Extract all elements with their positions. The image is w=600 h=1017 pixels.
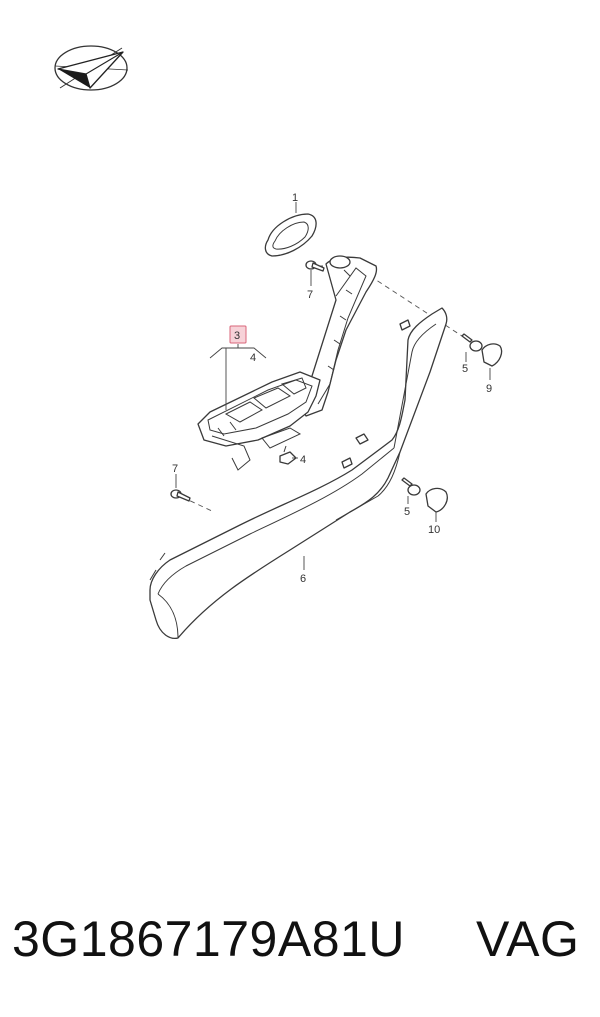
callout-3-highlight: [229, 325, 247, 344]
leader-3-bracket: [209, 344, 267, 359]
assembly-line-left: [181, 496, 215, 513]
callout-5-lower: 5: [404, 506, 410, 518]
cap-10-part: [425, 487, 448, 513]
screw-5-lower: [401, 477, 421, 496]
callout-7-upper: 7: [307, 289, 313, 301]
callout-6: 6: [300, 573, 306, 585]
part-number-label: 3G1867179A81U: [12, 911, 405, 967]
screw-7-upper: [305, 260, 325, 272]
support-bracket-part: [299, 255, 378, 417]
screw-5-upper: [461, 333, 483, 352]
assembly-line-right: [369, 275, 463, 337]
lower-trim-panel-part: [149, 307, 448, 640]
footer: 3G1867179A81U VAG: [0, 900, 600, 980]
logo-icon: [54, 45, 129, 91]
callout-1: 1: [292, 192, 298, 204]
callout-4-lower: 4: [300, 454, 306, 466]
callout-10: 10: [428, 524, 440, 536]
brand-label: VAG: [476, 911, 580, 967]
screw-7-lower: [170, 489, 191, 502]
callout-4-upper: 4: [250, 352, 256, 364]
fastener-b: [341, 457, 353, 469]
switch-panel-assembly: [197, 371, 321, 471]
callout-3: 3: [234, 330, 240, 342]
callout-9: 9: [486, 383, 492, 395]
cap-9-part: [481, 343, 503, 367]
callout-5-upper: 5: [462, 363, 468, 375]
fastener-a: [355, 433, 369, 445]
clip-4-lower: [279, 445, 297, 465]
trim-ring-part: [264, 213, 317, 257]
fastener-c: [399, 319, 411, 331]
callout-7-lower: 7: [172, 463, 178, 475]
